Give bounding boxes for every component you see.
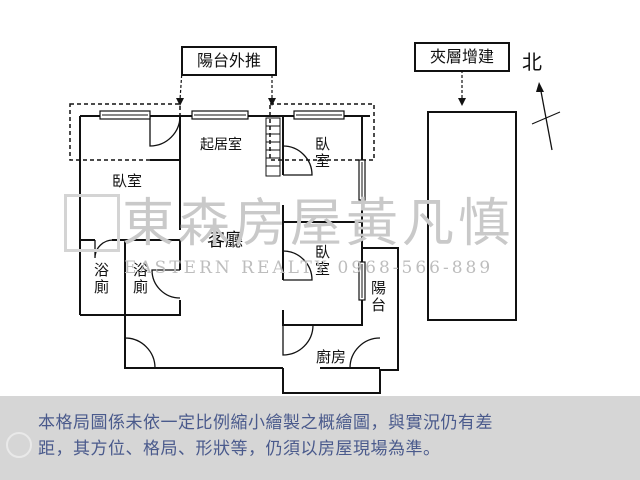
room-bath-left: 浴廁: [92, 262, 110, 296]
room-study: 起居室: [200, 137, 242, 153]
corner-logo-icon: [6, 432, 32, 458]
door-bedroom-left: [149, 115, 181, 147]
room-bedroom-left: 臥室: [112, 172, 143, 190]
staircase: [265, 117, 281, 177]
room-bedroom-top-right: 臥室: [313, 136, 331, 170]
disclaimer-panel: 本格局圖係未依一定比例縮小繪製之概繪圖，與實況仍有差 距，其方位、格局、形狀等，…: [0, 396, 640, 480]
north-label: 北: [522, 50, 542, 74]
balcony-pushout-right-zone: [269, 103, 375, 161]
room-bedroom-mid-right: 臥室: [313, 244, 331, 278]
north-arrow-icon: [531, 82, 561, 151]
right-wall-lower: [282, 247, 399, 394]
room-living: 客廳: [207, 230, 243, 251]
mezzanine-box: [427, 111, 517, 321]
bottom-wall: [124, 315, 283, 369]
disclaimer-line-2: 距，其方位、格局、形狀等，仍須以房屋現場為準。: [38, 439, 441, 459]
room-balcony: 陽台: [369, 280, 387, 314]
balcony-pushout-label: 陽台外推: [181, 46, 277, 76]
room-kitchen: 廚房: [316, 348, 347, 366]
floor-plan: [69, 69, 561, 394]
balcony-pushout-left-zone: [69, 103, 181, 161]
mezzanine-label: 夾層增建: [414, 42, 510, 72]
disclaimer-line-1: 本格局圖係未依一定比例縮小繪製之概繪圖，與實況仍有差: [38, 413, 493, 433]
room-bath-right: 浴廁: [131, 262, 149, 296]
